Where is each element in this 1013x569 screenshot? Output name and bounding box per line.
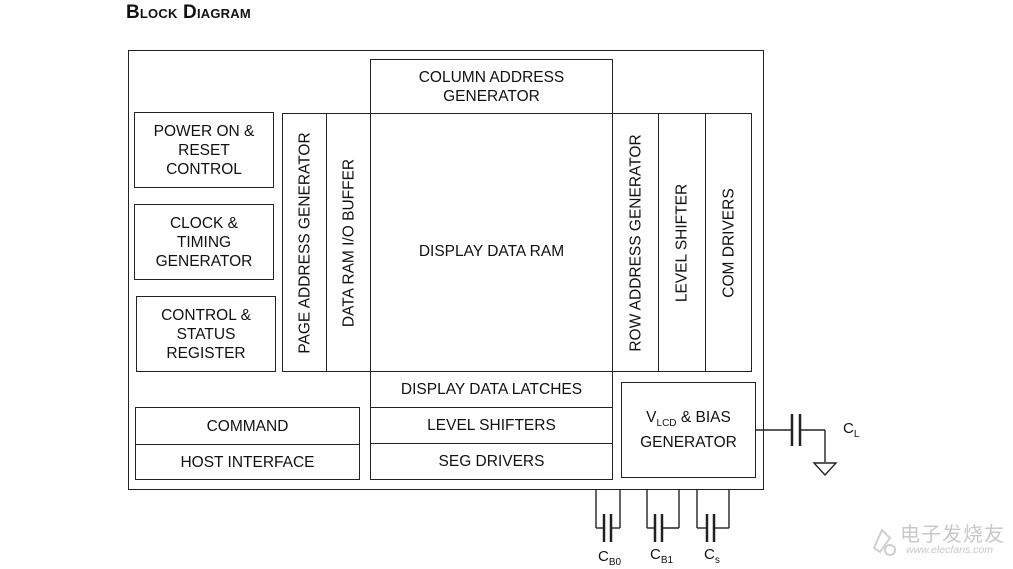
column-address-generator: COLUMN ADDRESS GENERATOR xyxy=(370,59,613,114)
vlcd-label: VLCD & BIAS xyxy=(646,408,731,430)
page-address-generator: PAGE ADDRESS GENERATOR xyxy=(282,113,327,372)
level-shifters: LEVEL SHIFTERS xyxy=(370,407,613,444)
host-interface: HOST INTERFACE xyxy=(135,444,360,480)
clock-timing-generator: CLOCK & TIMING GENERATOR xyxy=(134,204,274,280)
cs-label: Cs xyxy=(704,546,720,566)
watermark-logo-icon xyxy=(872,528,896,556)
cb1-label: CB1 xyxy=(650,546,674,566)
cb0-label: CB0 xyxy=(598,548,622,568)
com-drivers: COM DRIVERS xyxy=(705,113,752,372)
data-ram-io-buffer: DATA RAM I/O BUFFER xyxy=(326,113,371,372)
seg-drivers: SEG DRIVERS xyxy=(370,443,613,480)
command-block: COMMAND xyxy=(135,407,360,445)
power-on-reset-control: POWER ON & RESET CONTROL xyxy=(134,112,274,188)
vlcd-bias-generator: VLCD & BIAS GENERATOR xyxy=(621,382,756,478)
cl-label: CL xyxy=(843,420,860,440)
diagram-title: Block Diagram xyxy=(126,2,251,23)
control-status-register: CONTROL & STATUS REGISTER xyxy=(136,296,276,372)
chip-outline xyxy=(128,50,764,490)
display-data-ram: DISPLAY DATA RAM xyxy=(370,113,613,372)
row-address-generator: ROW ADDRESS GENERATOR xyxy=(612,113,659,372)
watermark: 电子发烧友 www.elecfans.com xyxy=(868,518,1008,562)
